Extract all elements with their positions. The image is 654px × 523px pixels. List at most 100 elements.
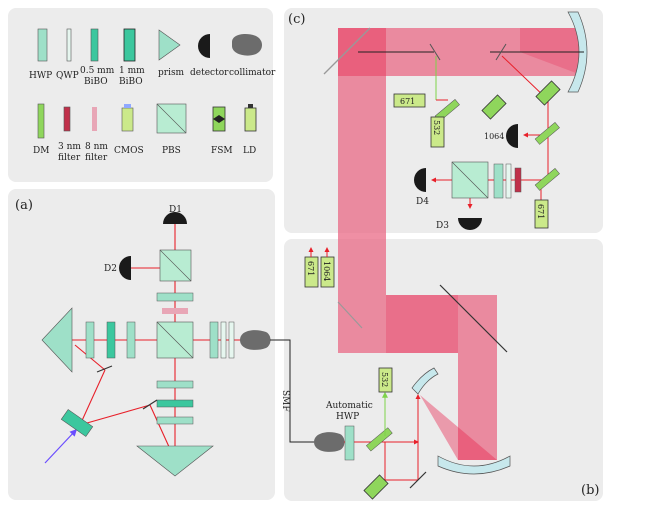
- hwp-plate: [493, 163, 504, 199]
- legend-qwp-label: QWP: [56, 71, 79, 81]
- fsm: [363, 474, 389, 500]
- qwp-plate: [228, 321, 235, 359]
- auto-hwp-label-2: HWP: [336, 412, 359, 422]
- detector-icon: [198, 34, 210, 58]
- legend-collimator-label: collimator: [229, 68, 276, 78]
- broad-beam: [458, 295, 497, 460]
- broad-beam: [338, 28, 584, 353]
- ld-1064-label: 1064: [322, 261, 331, 281]
- fsm: [481, 94, 507, 120]
- mirror: [323, 27, 371, 75]
- ld-icon: [244, 107, 257, 132]
- det-1064-label: 1064: [484, 132, 504, 141]
- ld-tab-icon: [248, 104, 253, 108]
- panel-a-content: (a) D1 D2: [15, 198, 271, 477]
- bibo-plate: [156, 399, 194, 408]
- mirror: [409, 471, 427, 489]
- beam: [79, 369, 106, 426]
- curved-mirror: [437, 455, 511, 475]
- legend-detector-label: detector: [190, 68, 229, 78]
- legend-bibo05-label-1: 0.5 mm: [80, 66, 115, 76]
- ld-671-label: 671: [400, 97, 415, 106]
- qwp-plate: [505, 163, 512, 199]
- dm: [534, 167, 560, 191]
- d1-label: D1: [169, 205, 182, 215]
- pbs-diagonal-icon: [156, 103, 187, 134]
- detector-icon: [458, 218, 482, 230]
- legend-hwp-label: HWP: [29, 71, 52, 81]
- detector-icon: [414, 168, 426, 192]
- d2-label: D2: [104, 264, 117, 274]
- beam: [79, 404, 151, 426]
- ld-671-right: [534, 199, 549, 229]
- legend-fsm-label: FSM: [211, 146, 233, 156]
- pbs-diagonal: [159, 249, 192, 282]
- ld-532: [378, 367, 393, 393]
- hwp-plate: [156, 380, 194, 389]
- detector-icon: [506, 124, 518, 148]
- hwp-plate: [209, 321, 219, 359]
- prism-left: [41, 307, 73, 373]
- curved-mirror: [567, 11, 588, 93]
- legend-filter8-label-1: 8 nm: [85, 142, 108, 152]
- automatic-hwp: [344, 425, 355, 461]
- ld-532-label: 532: [432, 120, 441, 135]
- prism-icon: [158, 29, 181, 61]
- legend-bibo1-label-1: 1 mm: [119, 66, 145, 76]
- fsm-mark-icon: [213, 115, 225, 123]
- legend-filter3-label-2: filter: [58, 153, 81, 163]
- mirror: [439, 284, 508, 353]
- panel-b-label: (b): [581, 483, 599, 498]
- legend-pbs-label: PBS: [162, 146, 181, 156]
- panel-b-content: (b) 671 1064 SMF Automatic HWP 532: [270, 247, 599, 500]
- detector-icon: [163, 212, 187, 224]
- qwp-plate: [220, 321, 227, 359]
- broad-beam: [386, 295, 458, 353]
- collimator-icon: [240, 330, 271, 350]
- hwp-plate: [126, 321, 136, 359]
- curved-mirror: [411, 367, 439, 395]
- mirror: [337, 301, 363, 329]
- filter-8nm: [162, 308, 188, 314]
- mirror: [495, 43, 507, 61]
- legend: HWP QWP 0.5 mm BiBO 1 mm BiBO prism dete…: [29, 28, 276, 163]
- bibo-crystal-tilted: [60, 409, 94, 437]
- ld-671-label: 671: [306, 261, 315, 276]
- legend-cmos-label: CMOS: [114, 146, 144, 156]
- panel-c-content: (c) 671 532 671: [288, 11, 588, 353]
- pbs-diagonal: [451, 161, 489, 199]
- qwp-icon: [66, 28, 72, 62]
- panel-c-label: (c): [288, 12, 305, 27]
- filter-3nm-icon: [63, 106, 71, 132]
- dm-icon: [37, 103, 45, 139]
- bibo-1-icon: [123, 28, 136, 62]
- bibo-05-icon: [90, 28, 99, 62]
- mirror: [429, 43, 441, 61]
- legend-filter3-label-1: 3 nm: [58, 142, 81, 152]
- cmos-icon: [121, 107, 134, 132]
- smf-label: SMF: [280, 390, 290, 412]
- prism-bottom: [136, 445, 214, 477]
- bibo-plate: [106, 321, 116, 359]
- fsm: [535, 80, 561, 106]
- collimator-icon: [232, 34, 262, 56]
- dm-tilted: [365, 427, 393, 452]
- focus-cone: [420, 395, 497, 460]
- filter-8nm-icon: [92, 107, 97, 131]
- d4-label: D4: [416, 197, 429, 207]
- cmos-lens-icon: [124, 104, 131, 108]
- hwp-plate: [85, 321, 95, 359]
- pump-beam: [44, 428, 77, 464]
- legend-bibo1-label-2: BiBO: [119, 77, 143, 87]
- legend-dm-label: DM: [33, 146, 49, 156]
- auto-hwp-label-1: Automatic: [325, 401, 373, 411]
- hwp-plate: [156, 416, 194, 425]
- hwp-plate: [156, 292, 194, 302]
- collimator-icon: [314, 432, 345, 452]
- detector-icon: [119, 256, 131, 280]
- ld-532-label: 532: [380, 372, 389, 387]
- legend-ld-label: LD: [243, 146, 256, 156]
- mirror: [96, 365, 113, 373]
- legend-prism-label: prism: [158, 68, 185, 78]
